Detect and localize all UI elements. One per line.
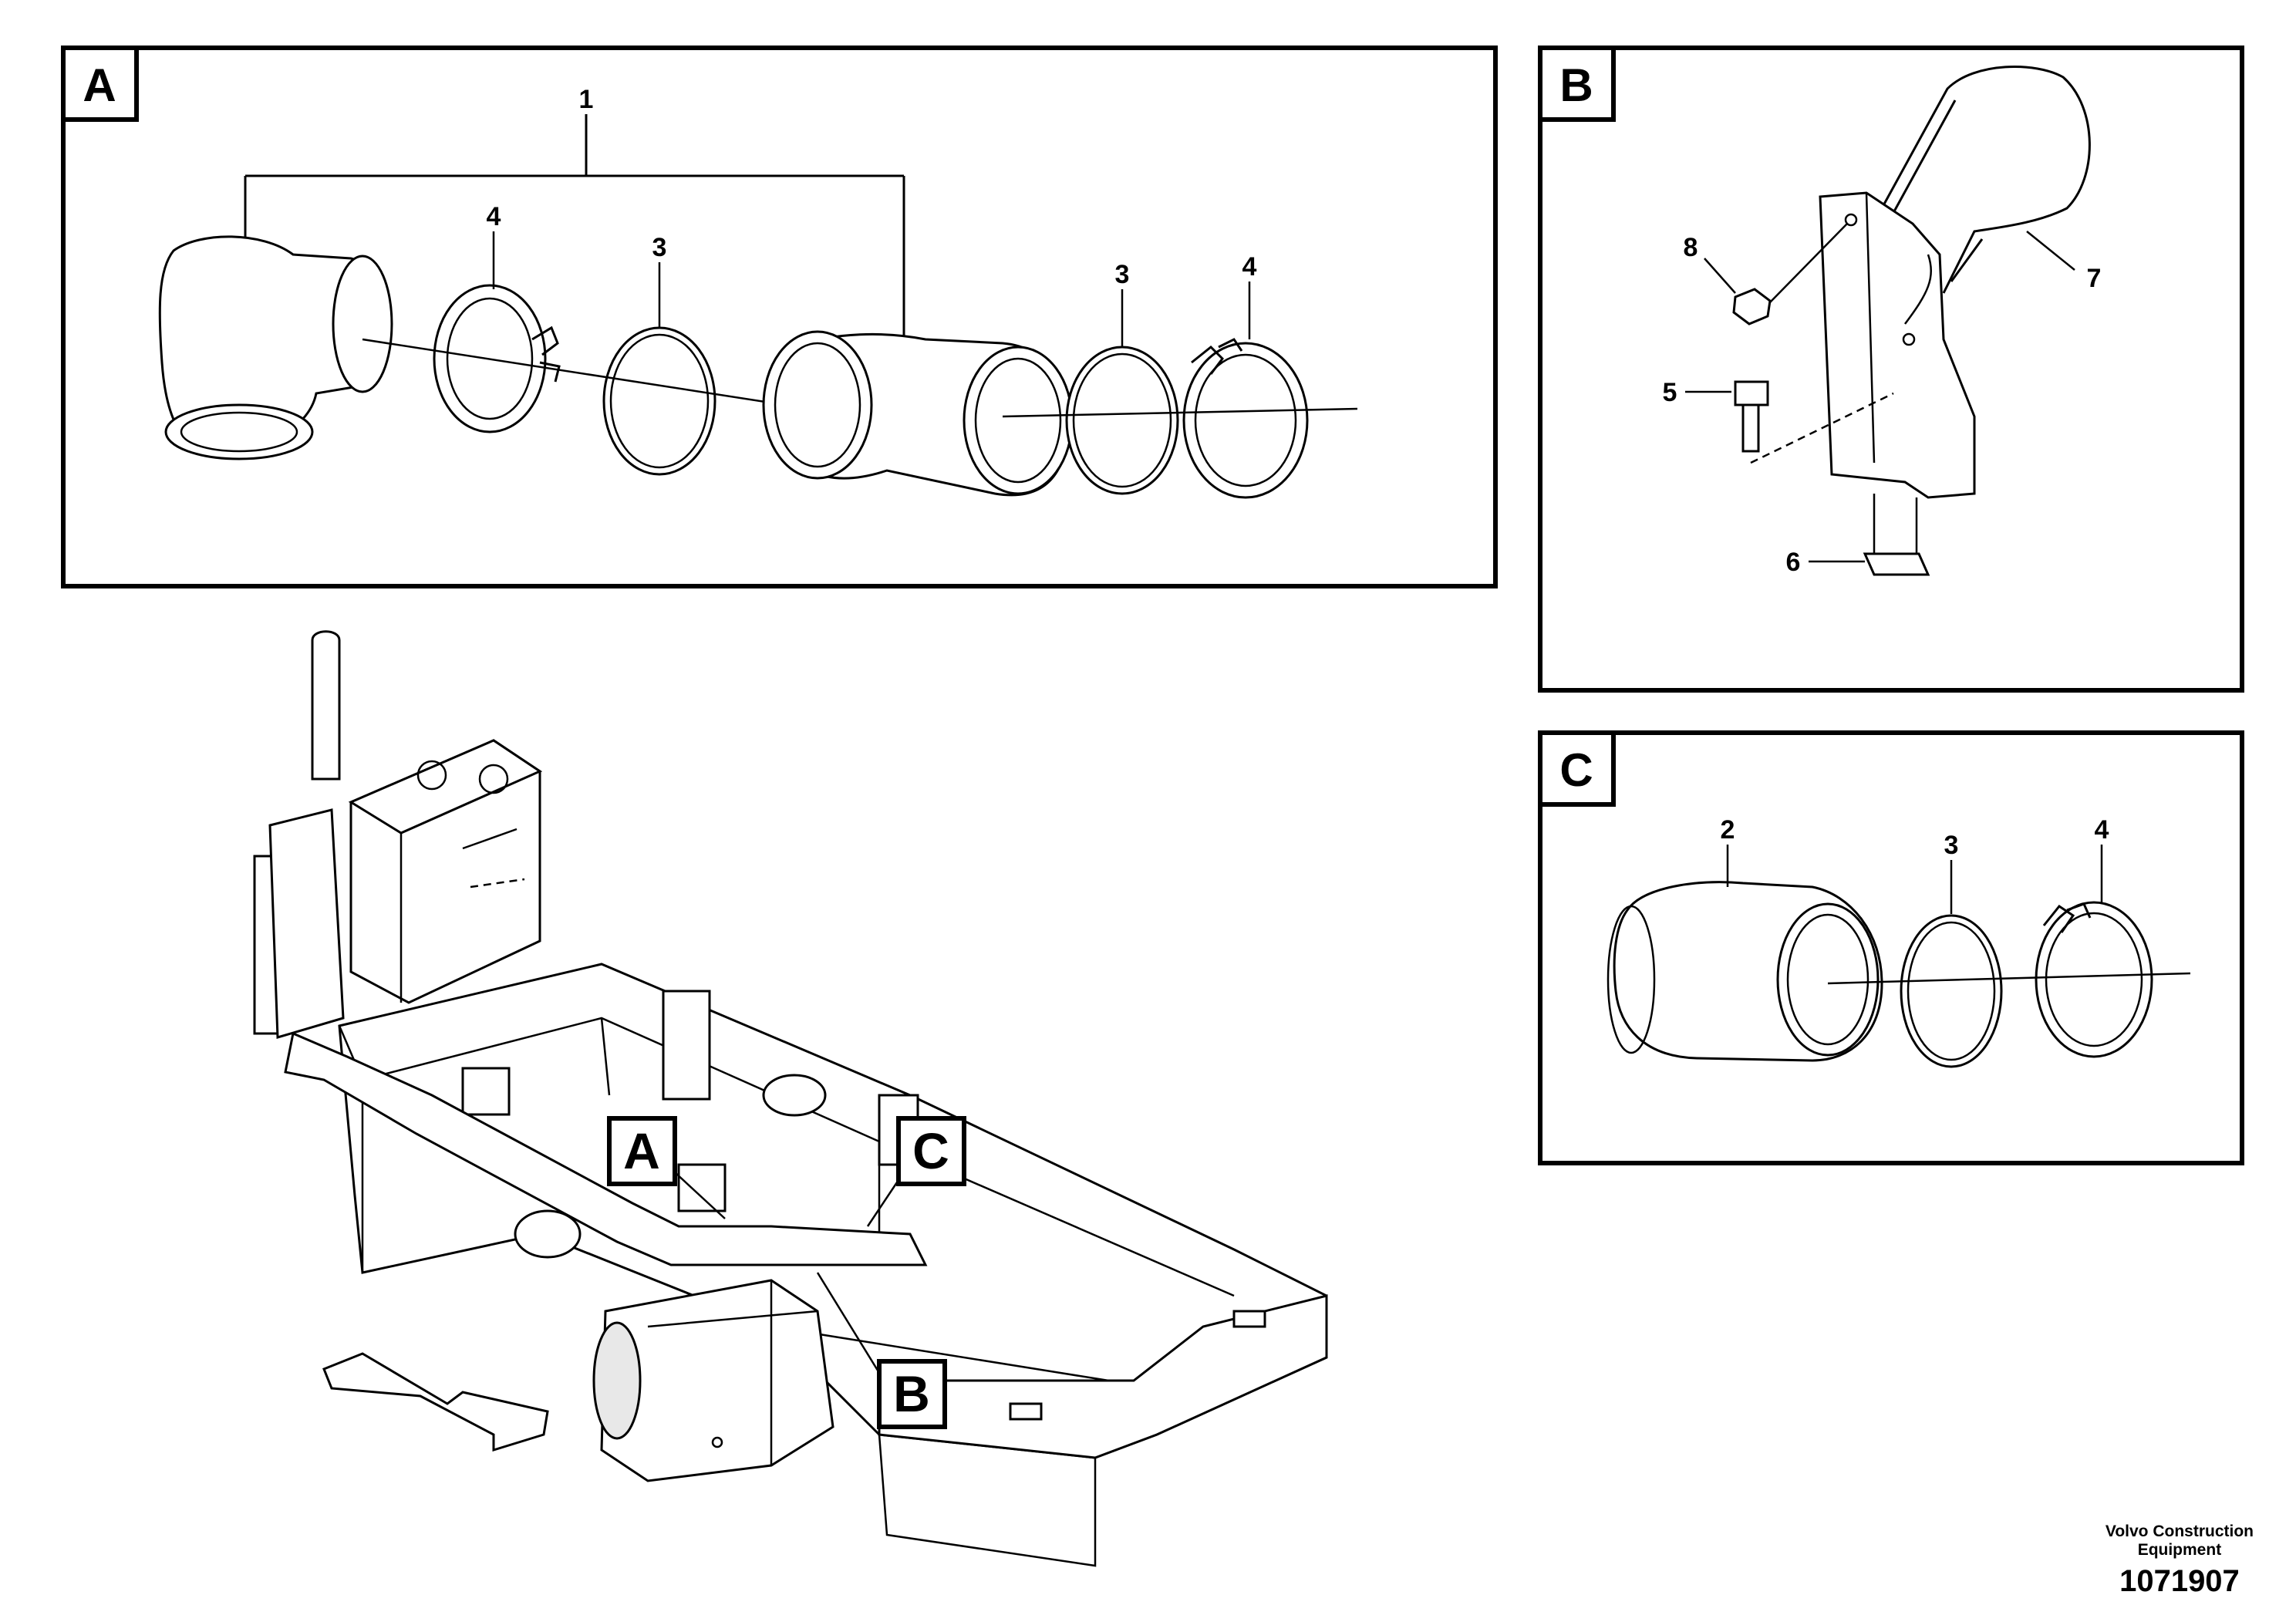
panel-a: A 1 4 3 — [61, 46, 1498, 588]
panel-b-frame — [1538, 46, 2244, 693]
u-bolt — [1880, 65, 2091, 294]
brand-name-line2: Equipment — [2137, 1541, 2222, 1559]
panel-c-label-box — [1538, 730, 1616, 807]
svg-text:C: C — [912, 1122, 949, 1179]
forward-direction-arrow — [322, 1352, 549, 1452]
gasket-ring-c — [1900, 914, 2003, 1068]
brand-name: Volvo Construction — [2105, 1523, 2254, 1540]
v-clamp-c — [2035, 901, 2153, 1058]
callout-4c: 4 — [2095, 815, 2109, 845]
drawing-number: 1071907 — [2119, 1564, 2240, 1598]
callout-8: 8 — [1684, 233, 1698, 262]
v-clamp-left — [433, 284, 561, 433]
mounting-bracket — [1819, 191, 1976, 499]
callout-5: 5 — [1663, 378, 1677, 407]
callout-3b: 3 — [1115, 260, 1130, 289]
panel-a-label: A — [83, 59, 116, 111]
muffler — [592, 1279, 834, 1482]
panel-b-label: B — [1559, 59, 1593, 111]
svg-text:A: A — [623, 1122, 660, 1179]
callout-1-leader — [244, 114, 905, 346]
flange-nut — [1732, 288, 1772, 325]
overview-callout-b: B — [816, 1272, 947, 1429]
panel-b-label-box — [1538, 46, 1616, 122]
callout-4a: 4 — [487, 202, 501, 231]
overview-callout-a: A — [607, 1116, 726, 1219]
axis-line-a2 — [1002, 407, 1358, 418]
chassis-frame — [338, 963, 1328, 1567]
pipe-section — [1607, 881, 1883, 1062]
clamp-plate — [1863, 552, 1930, 576]
intake-box — [268, 808, 345, 1039]
overview-callout-c: C — [866, 1116, 966, 1227]
panel-a-label-box — [61, 46, 139, 122]
elbow-pipe — [158, 235, 393, 460]
callout-3c: 3 — [1944, 831, 1959, 860]
panel-c: C 2 3 4 — [1538, 730, 2244, 1165]
callout-6: 6 — [1786, 548, 1801, 577]
machine-overview: A C B — [253, 630, 1328, 1567]
panel-a-frame — [61, 46, 1498, 588]
callout-7-leader — [2026, 231, 2075, 271]
panel-b: B 7 8 5 6 — [1538, 46, 2244, 693]
panel-c-label: C — [1559, 744, 1593, 796]
callout-7: 7 — [2087, 264, 2102, 293]
gasket-ring-right — [1065, 346, 1179, 495]
callout-3a: 3 — [652, 233, 667, 262]
callout-2: 2 — [1721, 815, 1735, 845]
exhaust-stack — [311, 630, 341, 781]
callout-1: 1 — [579, 85, 594, 114]
flange-bolt — [1734, 380, 1769, 453]
axis-line-a1 — [362, 338, 811, 410]
callout-8-leader — [1704, 258, 1736, 294]
panel-c-frame — [1538, 730, 2244, 1165]
axis-line-c — [1827, 972, 2191, 985]
exhaust-piping — [284, 1031, 928, 1266]
v-clamp-right — [1182, 338, 1309, 499]
title-block: Volvo Construction Equipment 1071907 — [2106, 1523, 2254, 1599]
gasket-ring-left — [602, 326, 716, 476]
callout-4b: 4 — [1242, 252, 1257, 282]
svg-text:B: B — [893, 1365, 930, 1422]
tank — [348, 739, 543, 1004]
straight-pipe — [762, 330, 1074, 497]
